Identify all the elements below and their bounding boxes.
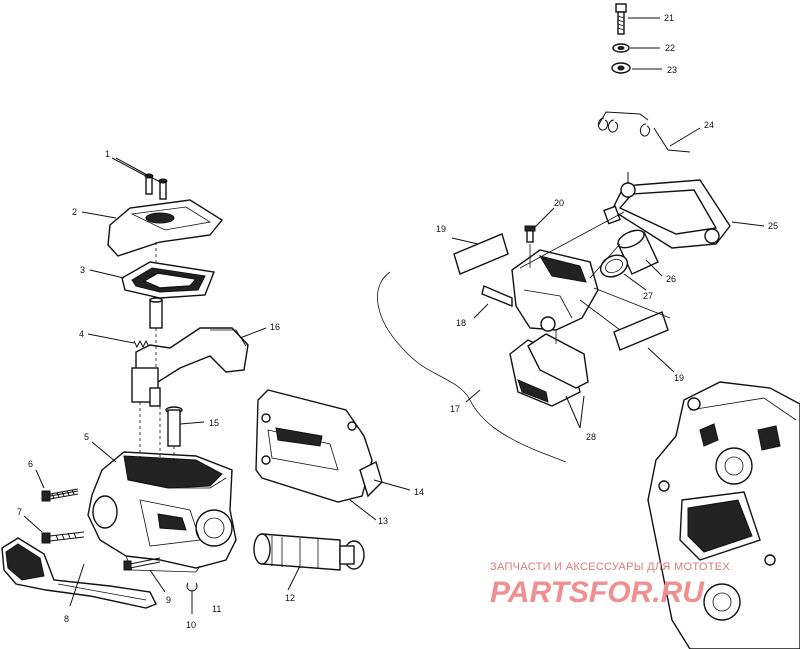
callout-27: 27 [643, 291, 653, 301]
callout-14: 14 [414, 487, 424, 497]
screw-part-7 [41, 531, 85, 544]
callout-1: 1 [105, 149, 110, 159]
bleeder-part-20 [524, 225, 536, 243]
callout-12: 12 [285, 593, 295, 603]
pad-shim-part-19 [453, 233, 669, 351]
plunger-part [149, 297, 163, 329]
callout-22: 22 [665, 43, 675, 53]
pin-part-15 [165, 406, 183, 447]
callout-20: 20 [554, 198, 564, 208]
clip-part-10 [186, 582, 198, 592]
callout-7: 7 [17, 507, 22, 517]
callout-4: 4 [79, 329, 84, 339]
callout-10: 10 [186, 620, 196, 630]
callout-28: 28 [586, 432, 596, 442]
guide-lines-right [519, 211, 671, 344]
spring-part-4 [133, 339, 150, 349]
washer-part-22 [612, 43, 630, 53]
housing-part-5 [87, 451, 237, 573]
cable-part-12 [253, 533, 365, 571]
bracket-part-25 [603, 172, 731, 249]
watermark-caption: ЗАПЧАСТИ И АКСЕССУАРЫ ДЛЯ МОТОТЕХ [490, 561, 730, 573]
callout-25: 25 [768, 221, 778, 231]
caliper-part-18 [481, 249, 599, 332]
callout-15: 15 [209, 418, 219, 428]
assembly-guide-lines [139, 242, 175, 462]
callout-18: 18 [456, 318, 466, 328]
callout-9: 9 [166, 595, 171, 605]
callout-2: 2 [72, 207, 77, 217]
throttle-lever-part-16 [131, 327, 249, 407]
screw-part-9 [123, 557, 161, 571]
watermark: ЗАПЧАСТИ И АКСЕССУАРЫ ДЛЯ МОТОТЕХ PARTSF… [490, 561, 730, 609]
brake-pads-part-28 [509, 333, 589, 407]
callout-labels: 1 2 3 4 5 6 7 8 9 10 11 12 13 14 15 16 1… [17, 13, 778, 630]
gasket-part-3 [121, 261, 215, 299]
callout-17: 17 [450, 404, 460, 414]
screws-part-1 [144, 173, 168, 200]
callout-19-upper: 19 [436, 224, 446, 234]
watermark-logo: PARTSFOR.RU [490, 576, 705, 609]
callout-8: 8 [64, 614, 69, 624]
spring-clip-part-24 [597, 111, 691, 153]
callout-16: 16 [270, 322, 280, 332]
callout-6: 6 [28, 459, 33, 469]
cover-part-13 [255, 389, 373, 503]
seal-part-27 [599, 254, 629, 278]
callout-24: 24 [704, 120, 714, 130]
brake-lever-part-8 [1, 537, 157, 609]
callout-19-lower: 19 [674, 373, 684, 383]
callout-5: 5 [84, 432, 89, 442]
washer-part-23 [611, 62, 631, 74]
screw-part-6 [41, 488, 79, 502]
leader-lines [23, 17, 765, 614]
cover-part-2 [107, 199, 224, 257]
callout-3: 3 [80, 265, 85, 275]
callout-23: 23 [667, 65, 677, 75]
crankcase-cover-part [647, 381, 800, 649]
callout-13: 13 [378, 516, 388, 526]
callout-11: 11 [212, 604, 221, 614]
bolt-part-21 [615, 3, 627, 35]
callout-26: 26 [666, 274, 676, 284]
callout-21: 21 [664, 13, 674, 23]
bracket-outline-part-17 [377, 271, 567, 463]
